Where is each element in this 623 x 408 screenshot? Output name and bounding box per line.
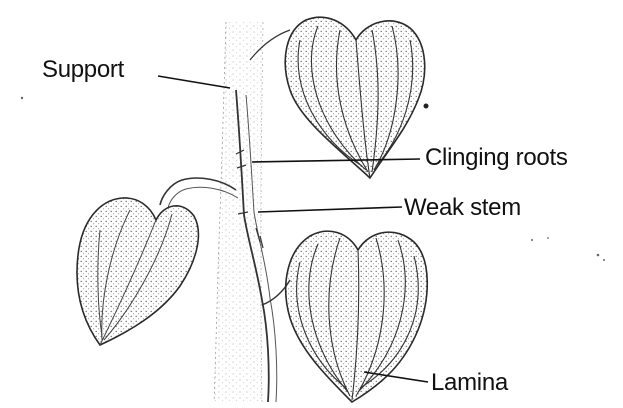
label-lamina: Lamina [431,371,508,395]
leaf-lower-right [286,231,428,402]
label-clinging-roots: Clinging roots [425,146,568,170]
clinging-roots-leader [252,159,420,162]
label-weak-stem: Weak stem [404,196,521,220]
support-pole [214,22,263,402]
support-leader [158,76,230,88]
weak-stem-leader [258,207,402,212]
leaf-left [77,198,198,345]
leaf-top-right [285,17,428,178]
label-support: Support [42,58,124,82]
